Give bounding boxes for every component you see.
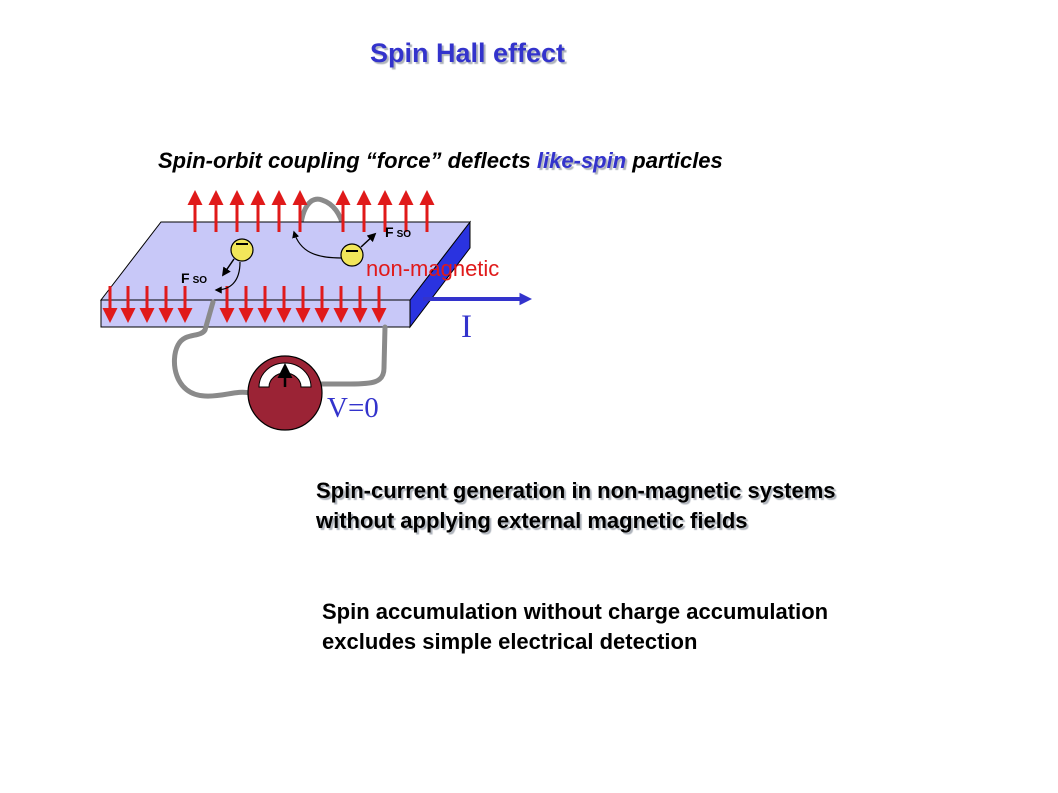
wire-top [297,196,353,243]
voltmeter [247,355,323,431]
spin-accumulation-note-line1: Spin accumulation without charge accumul… [322,599,829,624]
electron-right-body [340,243,364,267]
wire-right [319,324,388,387]
electron-right [292,230,377,267]
deflect-arrow-right [292,230,342,259]
spin-accumulation-note-line2: excludes simple electrical detection [322,629,698,654]
spin-down-arrows [102,286,387,323]
material-label: non-magnetic [366,256,499,281]
voltmeter-dial [258,362,312,388]
spin-current-note: Spin-current generation in non-magnetic … [316,476,836,536]
deflect-arrow-left [214,261,241,294]
spin-current-note-line1: Spin-current generation in non-magnetic … [316,478,836,503]
force-arrow-right [360,232,377,248]
force-arrow-left [221,258,235,277]
electron-left-body [230,238,254,262]
subtitle-suffix: particles [626,148,723,173]
current-label: I [461,309,472,345]
electron-left [214,238,254,294]
spin-up-arrows [187,190,435,232]
slide-title: Spin Hall effect [370,38,566,68]
subtitle-highlight: like-spin [536,148,627,173]
spin-current-note-line2: without applying external magnetic field… [316,508,748,533]
wire-left [171,299,253,399]
voltage-label: V=0 [327,392,379,424]
subtitle-prefix: Spin-orbit coupling “force” deflects [158,148,537,173]
spin-accumulation-note: Spin accumulation without charge accumul… [322,597,828,657]
subtitle: Spin-orbit coupling “force” deflects lik… [158,148,723,174]
